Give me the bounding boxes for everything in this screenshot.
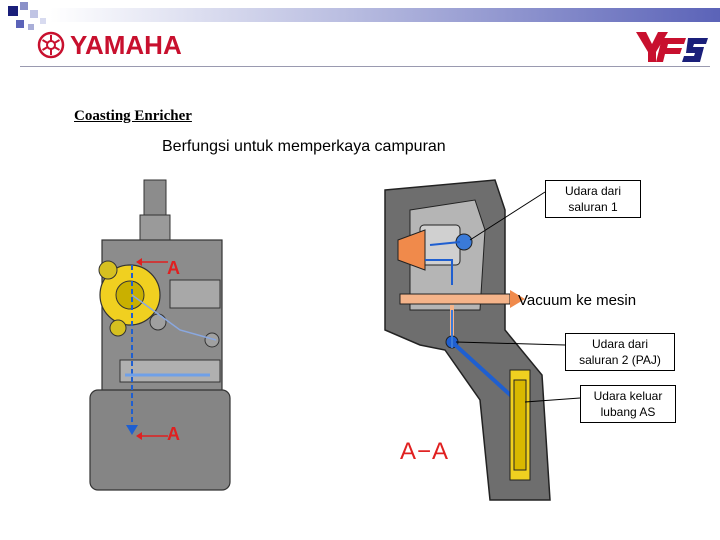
- callout-air-passage-1: Udara dari saluran 1: [545, 180, 641, 218]
- section-marker-top: A: [167, 258, 180, 278]
- header-divider: [20, 66, 710, 67]
- brand-wordmark: YAMAHA: [70, 30, 182, 60]
- callout-air-passage-2-text: Udara dari saluran 2 (PAJ): [579, 337, 661, 367]
- slide-subtitle: Berfungsi untuk memperkaya campuran: [162, 138, 446, 155]
- callout-air-passage-2: Udara dari saluran 2 (PAJ): [565, 333, 675, 371]
- header-gradient-bar: [50, 8, 720, 22]
- yamaha-logo: YAMAHA: [36, 30, 182, 60]
- slide-title: Coasting Enricher: [74, 108, 192, 124]
- callout-leaders: [455, 191, 581, 403]
- yes-logo: [636, 32, 708, 62]
- section-marker-bottom: A: [167, 424, 180, 444]
- section-view-label: A−A: [400, 438, 450, 465]
- callout-air-out-as: Udara keluar lubang AS: [580, 385, 676, 423]
- callout-air-passage-1-text: Udara dari saluran 1: [564, 184, 622, 214]
- carburetor-diagram: [89, 179, 581, 501]
- decorative-squares: [8, 2, 46, 30]
- carburetor-external-view: [89, 179, 231, 491]
- cross-section-view: [384, 179, 551, 501]
- callout-air-out-as-text: Udara keluar lubang AS: [593, 389, 663, 419]
- tuning-fork-icon: [37, 31, 65, 59]
- callout-vacuum: Vacuum ke mesin: [518, 292, 637, 309]
